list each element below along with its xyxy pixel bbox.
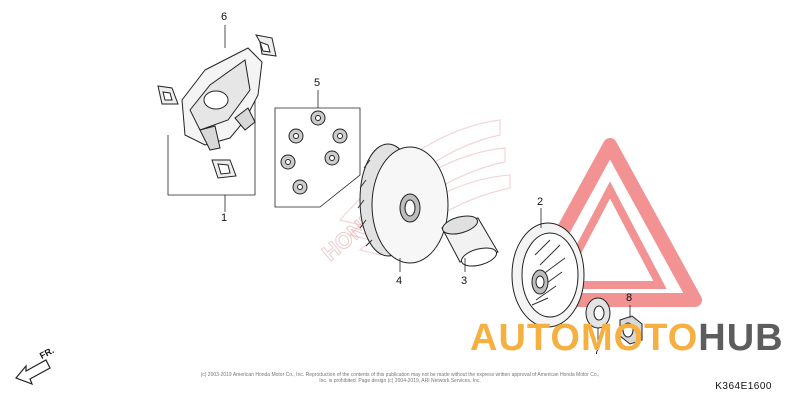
copyright-text: (c) 2003-2019 American Honda Motor Co., … [200, 372, 600, 384]
watermark-brand: AUTOMOTOHUB [470, 318, 784, 358]
callout-3: 3 [461, 275, 468, 287]
part-6-plate [181, 47, 263, 151]
callout-5: 5 [314, 77, 321, 89]
callout-4: 4 [396, 275, 403, 287]
part-5-rollers [280, 110, 348, 195]
watermark-brand-part2: HUB [698, 317, 784, 359]
part-6-slider-top [255, 34, 277, 57]
part-3-collar [441, 215, 499, 267]
part-4-pulley [357, 143, 449, 264]
part-7-washer [585, 297, 611, 329]
part-8-nut [619, 315, 643, 345]
watermark-brand-part1: AUTOMOTO [470, 317, 699, 359]
callout-2: 2 [537, 196, 544, 208]
callout-7: 7 [594, 345, 601, 357]
watermark-logo [518, 138, 702, 307]
bracket-lines-1-6 [167, 25, 256, 212]
part-2-drive-face [511, 222, 585, 328]
callout-6: 6 [221, 11, 228, 23]
bracket-lines-5 [274, 90, 361, 208]
callout-1: 1 [221, 212, 228, 224]
part-1-slider [211, 159, 237, 179]
part-6-slider-left [157, 85, 179, 105]
callout-8: 8 [626, 292, 633, 304]
front-arrow-icon [14, 359, 51, 386]
diagram-code: K364E1600 [715, 381, 772, 392]
